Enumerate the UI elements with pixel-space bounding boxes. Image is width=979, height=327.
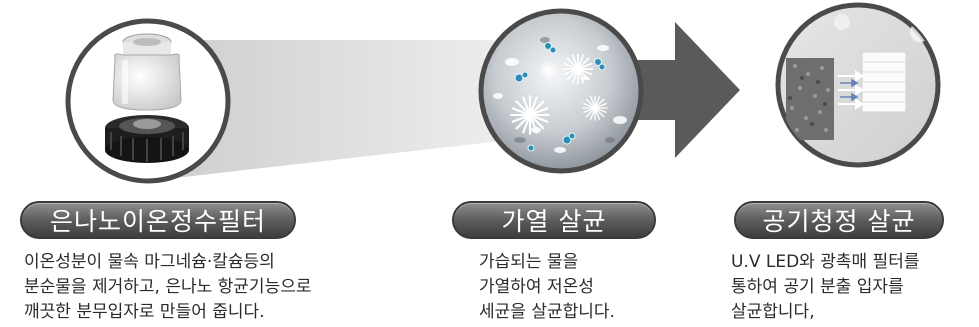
desc-line: 세균을 살균합니다.: [479, 302, 615, 322]
arrow-right-icon: [632, 22, 740, 158]
desc-line: 통하여 공기 분출 입자를: [731, 277, 904, 297]
uv-air-filter-icon: [775, 2, 941, 168]
feature-title-heat: 가열 살균: [452, 201, 656, 239]
feature-desc-air: U.V LED와 광촉매 필터를 통하여 공기 분출 입자를 살균합니다,: [731, 250, 919, 325]
feature-title-air: 공기청정 살균: [734, 201, 944, 239]
filter-cartridge-icon: [65, 18, 231, 184]
desc-line: 분순물을 제거하고, 은나노 항균기능으로: [24, 277, 312, 297]
desc-line: U.V LED와 광촉매 필터를: [731, 252, 920, 272]
desc-line: 깨끗한 분무입자로 만들어 줍니다.: [24, 302, 265, 322]
desc-line: 가열하여 저온성: [479, 277, 594, 297]
heat-sterilization-icon: [0, 0, 644, 174]
desc-line: 살균합니다,: [731, 302, 815, 322]
feature-desc-heat: 가습되는 물을 가열하여 저온성 세균을 살균합니다.: [479, 250, 615, 325]
desc-line: 이온성분이 물속 마그네슘·칼슘등의: [24, 252, 275, 272]
projection-beam: [175, 40, 510, 178]
starburst-icon: [0, 0, 14, 14]
feature-title-filter: 은나노이온정수필터: [20, 201, 296, 239]
desc-line: 가습되는 물을: [479, 252, 579, 272]
feature-desc-filter: 이온성분이 물속 마그네슘·칼슘등의 분순물을 제거하고, 은나노 항균기능으로…: [24, 250, 312, 325]
